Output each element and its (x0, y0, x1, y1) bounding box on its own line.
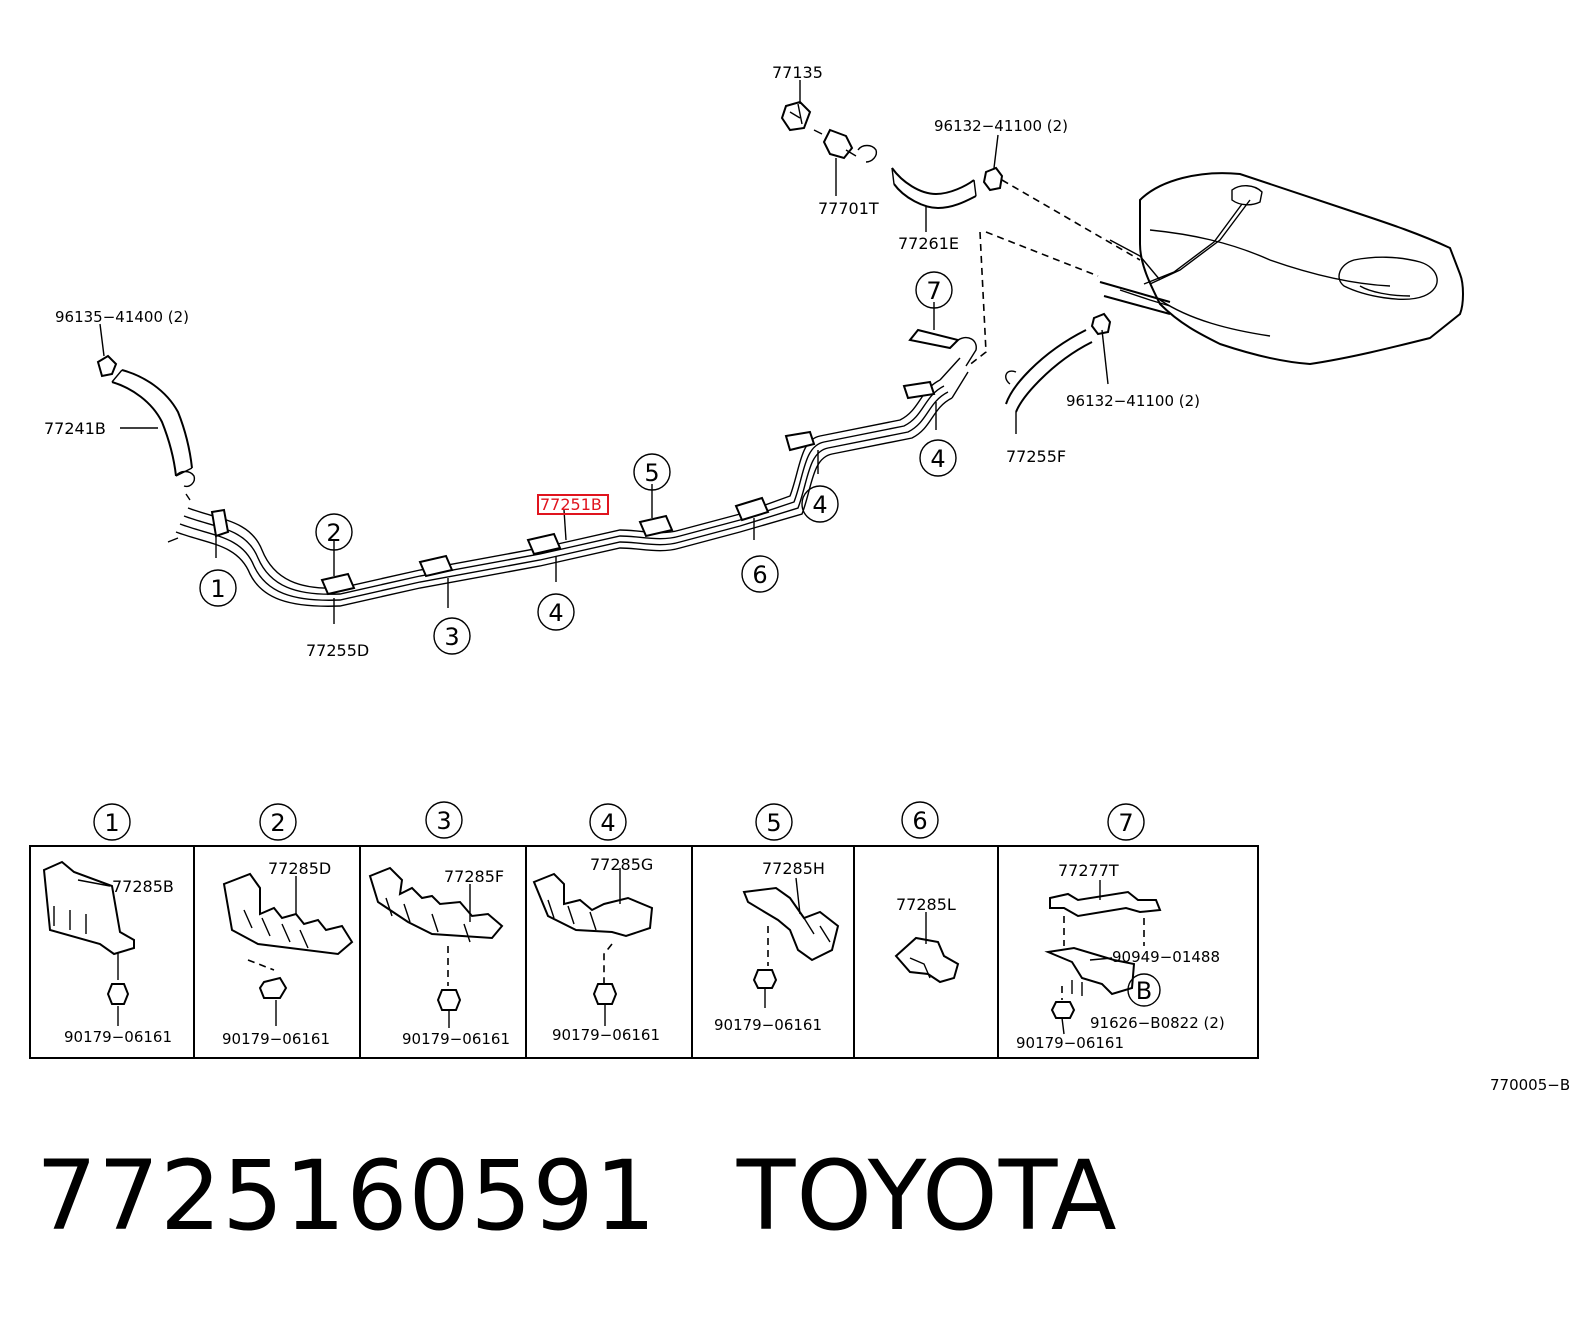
svg-text:4: 4 (600, 809, 615, 837)
label-77261E: 77261E (898, 234, 959, 253)
figure-code: 770005−B (1490, 1076, 1570, 1094)
svg-text:5: 5 (644, 459, 659, 487)
panel-1-clamp: 77285B 90179−06161 (42, 860, 174, 1046)
svg-text:4: 4 (930, 445, 945, 473)
panel-6-part: 77285L (896, 895, 956, 914)
svg-text:7: 7 (1118, 809, 1133, 837)
svg-text:1: 1 (210, 575, 225, 603)
panel-7-part: 77277T (1058, 861, 1119, 880)
svg-text:6: 6 (912, 807, 927, 835)
hose-77255F (1005, 312, 1112, 434)
hose-77261E (891, 167, 977, 232)
label-77255F: 77255F (1006, 447, 1066, 466)
circle-markers: 1 2 3 4 5 6 4 4 7 (199, 271, 957, 655)
svg-text:1: 1 (104, 809, 119, 837)
svg-text:3: 3 (444, 623, 459, 651)
panel-4-bolt: 90179−06161 (552, 1026, 660, 1044)
dashed-route-tank (967, 231, 1099, 367)
clip-96132-top (982, 134, 1141, 261)
svg-text:6: 6 (752, 561, 767, 589)
panel-3-bolt: 90179−06161 (402, 1030, 510, 1048)
detail-panels: 1 2 3 4 5 6 7 77285B 90179−06161 77285D … (29, 801, 1259, 1059)
panel-3-clamp: 77285F 90179−06161 (368, 866, 510, 1048)
panel-5-bolt: 90179−06161 (714, 1016, 822, 1034)
panel-1-number: 1 (93, 803, 131, 841)
vent-valve-assembly (780, 80, 878, 196)
panel-2-part: 77285D (268, 859, 331, 878)
label-96132-41100-top: 96132−41100 (2) (934, 117, 1068, 135)
marker-5: 5 (633, 453, 671, 491)
label-77251B: 77251B (540, 495, 602, 514)
marker-2: 2 (315, 513, 353, 551)
panel-2-bolt: 90179−06161 (222, 1030, 330, 1048)
panel-6-clamp: 77285L (894, 895, 960, 984)
svg-text:4: 4 (548, 599, 563, 627)
svg-text:3: 3 (436, 807, 451, 835)
callout-labels: 77135 77701T 96132−41100 (2) 77261E 9613… (44, 63, 1200, 660)
footer-brand: TOYOTA (736, 1140, 1118, 1252)
panel-2-clamp: 77285D 90179−06161 (222, 859, 354, 1048)
panel-7-number: 7 (1107, 803, 1145, 841)
marker-4a: 4 (537, 593, 575, 631)
svg-text:B: B (1136, 977, 1152, 1005)
footer-title: 7725160591 TOYOTA (36, 1140, 1118, 1252)
panel-7-marker-b: B (1127, 973, 1161, 1007)
panel-2-number: 2 (259, 803, 297, 841)
label-77701T: 77701T (818, 199, 879, 218)
fuel-tank (1099, 172, 1464, 366)
tube-clamps (210, 328, 977, 596)
label-77255D: 77255D (306, 641, 369, 660)
label-77135: 77135 (772, 63, 823, 82)
highlight-box-77251B (537, 494, 609, 515)
svg-text:2: 2 (326, 519, 341, 547)
panel-4-part: 77285G (590, 855, 653, 874)
marker-3: 3 (433, 617, 471, 655)
panel-5-number: 5 (755, 803, 793, 841)
panel-7-extra1: 90949−01488 (1112, 948, 1220, 966)
panel-7-extra2: 91626−B0822 (2) (1090, 1014, 1225, 1032)
panel-1-bolt: 90179−06161 (64, 1028, 172, 1046)
marker-7: 7 (915, 271, 953, 309)
panel-4-number: 4 (589, 803, 627, 841)
panel-5-part: 77285H (762, 859, 825, 878)
marker-4b: 4 (801, 485, 839, 523)
panel-3-part: 77285F (444, 867, 504, 886)
panel-6-number: 6 (901, 801, 939, 839)
filler-hose-77241B (96, 323, 196, 488)
leader-lines (215, 302, 937, 624)
marker-4c: 4 (919, 439, 957, 477)
panel-7-bracket: B 77277T 90949−01488 91626−B0822 (2) 901… (1016, 861, 1225, 1052)
marker-1: 1 (199, 569, 237, 607)
svg-text:7: 7 (926, 277, 941, 305)
marker-6: 6 (741, 555, 779, 593)
svg-text:2: 2 (270, 809, 285, 837)
panel-4-clamp: 77285G 90179−06161 (532, 855, 660, 1044)
label-96132-41100-mid: 96132−41100 (2) (1066, 392, 1200, 410)
svg-text:5: 5 (766, 809, 781, 837)
svg-text:4: 4 (812, 491, 827, 519)
panel-5-clamp: 77285H 90179−06161 (714, 859, 840, 1034)
label-77241B: 77241B (44, 419, 106, 438)
fuel-tube-77251B (167, 357, 969, 607)
footer-part-number: 7725160591 (36, 1140, 657, 1252)
panel-7-bolt: 90179−06161 (1016, 1034, 1124, 1052)
label-96135-41400: 96135−41400 (2) (55, 308, 189, 326)
panel-1-part: 77285B (112, 877, 174, 896)
panel-3-number: 3 (425, 801, 463, 839)
